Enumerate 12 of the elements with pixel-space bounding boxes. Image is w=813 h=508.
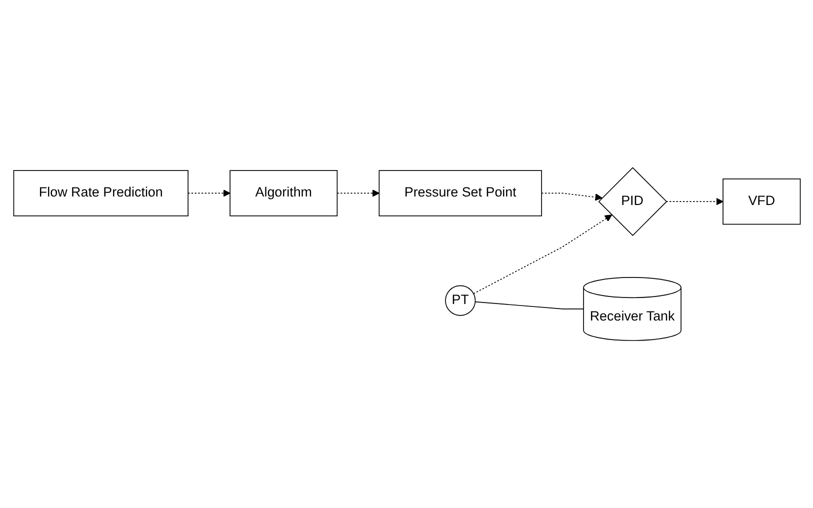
arrow — [472, 214, 612, 294]
connector — [474, 301, 584, 310]
arrow — [540, 192, 602, 201]
node-box: Flow Rate Prediction — [12, 170, 188, 216]
node-diamond: PID — [598, 167, 667, 236]
arrow — [336, 189, 379, 197]
node-circle: PT — [444, 285, 476, 316]
node-box: Algorithm — [229, 170, 338, 216]
node-box: VFD — [722, 178, 800, 225]
arrow — [665, 198, 723, 206]
arrow — [187, 189, 230, 197]
node-box: Pressure Set Point — [378, 170, 542, 216]
